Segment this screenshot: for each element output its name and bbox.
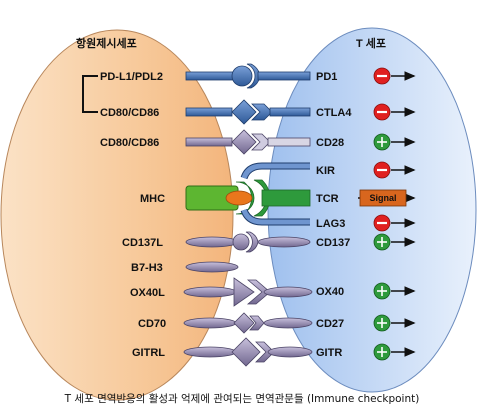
ligand-label: OX40L [130, 287, 165, 299]
kir-receptor [240, 162, 310, 180]
ligand-label: PD-L1/PDL2 [100, 71, 163, 83]
tcell-receptor-labels: PD1 CTLA4 CD28 KIR TCR LAG3 CD137 OX40 C… [316, 71, 352, 359]
apc-ligand-labels: PD-L1/PDL2 CD80/CD86 CD80/CD86 MHC CD137… [100, 71, 166, 359]
cd80-cd28-pair [185, 129, 311, 155]
signal-indicators: Signal [358, 67, 416, 361]
signal-lag3 [373, 214, 416, 232]
signal-kir [373, 161, 416, 179]
figure-caption: T 세포 면역반응의 활성과 억제에 관여되는 면역관문들 (Immune ch… [64, 392, 420, 405]
ligand-bracket [82, 75, 98, 113]
apc-cell [0, 29, 234, 401]
ligand-label: MHC [140, 193, 165, 205]
t-cell-title: T 세포 [356, 36, 386, 50]
lag3-receptor [240, 208, 310, 226]
apc-cell-title: 항원제시세포 [76, 36, 137, 50]
b7h3-ligand [185, 261, 239, 273]
signal-pd1 [373, 67, 416, 85]
ligand-label: CD80/CD86 [100, 107, 159, 119]
signal-cd27 [373, 314, 416, 332]
receptor-label: PD1 [316, 71, 337, 83]
receptor-label: TCR [316, 193, 339, 205]
receptor-label: GITR [316, 347, 342, 359]
receptor-label: CD28 [316, 137, 344, 149]
receptor-label: CD27 [316, 318, 344, 330]
cd137l-cd137-pair [185, 231, 311, 253]
signal-box [359, 189, 407, 207]
receptor-label: CTLA4 [316, 107, 352, 119]
receptor-label: CD137 [316, 237, 350, 249]
receptor-label: KIR [316, 165, 335, 177]
signal-cd137 [373, 233, 416, 251]
ligand-label: GITRL [132, 347, 165, 359]
receptor-label: LAG3 [316, 218, 345, 230]
signal-cd28 [373, 133, 416, 151]
ox40l-ox40-pair [183, 277, 313, 307]
ligand-label: CD137L [122, 237, 163, 249]
ligand-label: CD70 [138, 318, 166, 330]
signal-label: Signal [369, 193, 396, 203]
signal-gitr [373, 343, 416, 361]
cd80-ctla4-pair [185, 99, 311, 125]
pdl1-pd1-pair [185, 63, 311, 89]
cd70-cd27-pair [183, 312, 313, 334]
signal-tcr: Signal [358, 189, 416, 207]
ligand-label: CD80/CD86 [100, 137, 159, 149]
gitrl-gitr-pair [183, 337, 313, 367]
receptor-label: OX40 [316, 286, 344, 298]
signal-ox40 [373, 282, 416, 300]
signal-ctla4 [373, 103, 416, 121]
t-cell [267, 27, 477, 393]
ligand-label: B7-H3 [131, 262, 163, 274]
mhc-tcr-pair [185, 179, 311, 217]
